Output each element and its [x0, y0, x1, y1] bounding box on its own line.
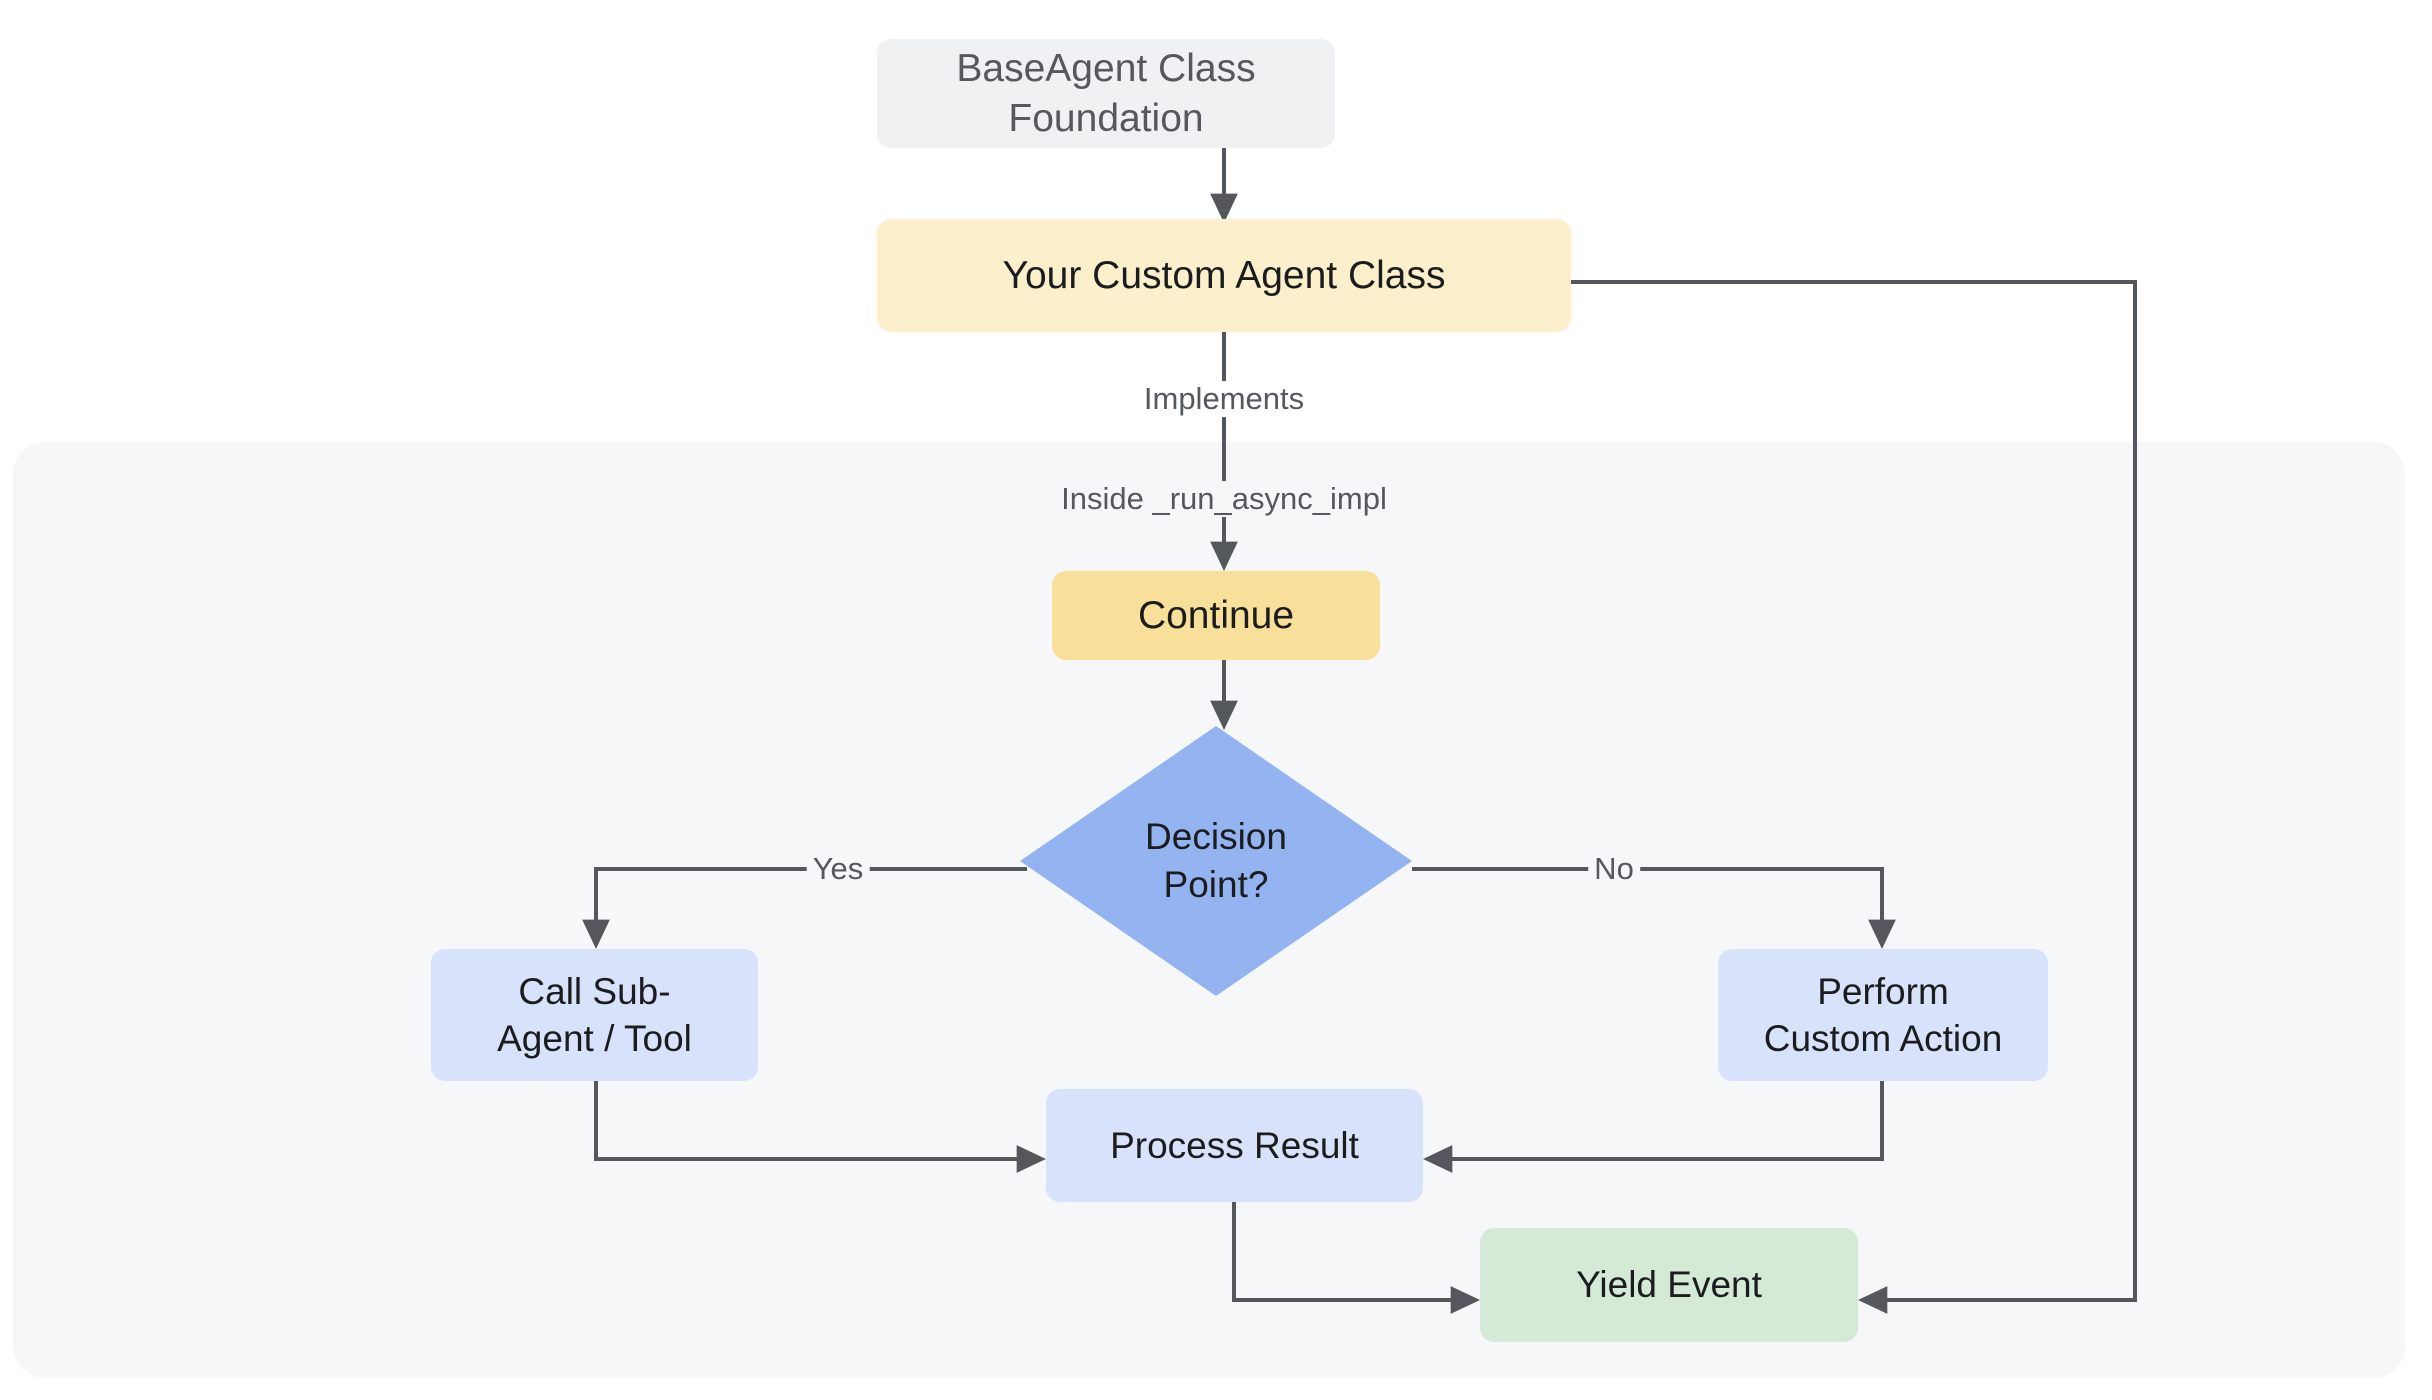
edge-label-implements: Implements — [1137, 381, 1311, 417]
edge-label-no: No — [1588, 851, 1640, 887]
node-call-sub-agent-tool[interactable]: Call Sub- Agent / Tool — [431, 949, 758, 1081]
node-continue[interactable]: Continue — [1052, 571, 1380, 660]
node-base-agent-class-foundation[interactable]: BaseAgent Class Foundation — [877, 39, 1335, 148]
edge-process-to-yield — [1232, 1202, 1480, 1314]
edge-custom-to-yield — [1571, 280, 2137, 1314]
node-decision-point[interactable]: Decision Point? — [1020, 726, 1412, 996]
edge-action-to-process — [1423, 1081, 1884, 1173]
node-perform-custom-action[interactable]: Perform Custom Action — [1718, 949, 2048, 1081]
edge-label-inside-run-async-impl: Inside _run_async_impl — [1055, 481, 1393, 517]
node-yield-event[interactable]: Yield Event — [1480, 1228, 1858, 1342]
edge-decision-no — [1412, 867, 1896, 949]
node-your-custom-agent-class[interactable]: Your Custom Agent Class — [877, 219, 1571, 332]
decision-diamond-shape — [1020, 726, 1412, 996]
edge-subagent-to-process — [594, 1081, 1046, 1173]
edge-decision-yes — [582, 867, 1027, 949]
edge-label-yes: Yes — [806, 851, 870, 887]
node-process-result[interactable]: Process Result — [1046, 1089, 1423, 1202]
